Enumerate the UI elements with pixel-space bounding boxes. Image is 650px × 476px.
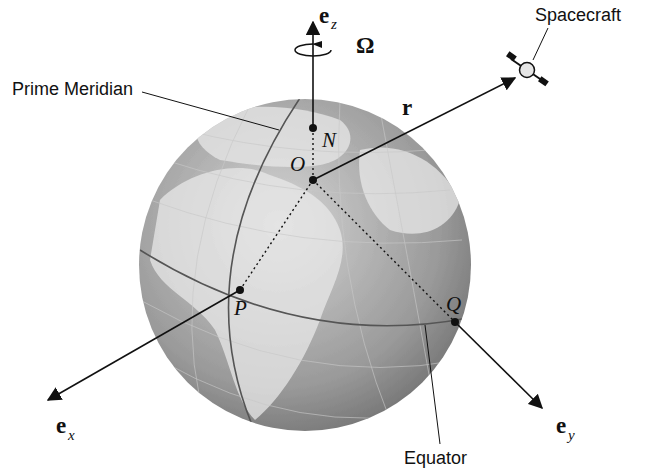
equator-leader [425,325,440,444]
point-p-dot [236,286,244,294]
point-label: O [290,154,305,175]
rotation-arc [295,44,331,56]
z-axis-inner [312,128,313,180]
spacecraft-label: Spacecraft [535,6,621,24]
equator-label: Equator [404,449,467,467]
north-pole-dot [309,124,317,132]
equator-line [140,250,468,326]
point-label: Q [446,294,461,315]
origin-dot [309,176,317,184]
meridian-leader [142,92,279,130]
meridian-label: Prime Meridian [12,80,133,98]
x-axis [48,290,240,400]
axis-label: e [319,4,329,27]
rotation-arrow [312,41,322,48]
position-vector [313,78,515,180]
point-label: P [234,298,247,319]
z-axis [312,22,314,128]
axis-subscript: y [568,428,575,443]
earth-globe [139,99,471,431]
axis-subscript: x [68,428,75,443]
prime-meridian-line [229,98,300,432]
axis-subscript: z [331,17,337,32]
vector-label: r [402,96,412,119]
point-q-dot [451,318,459,326]
spacecraft-icon [506,51,549,86]
x-axis-inner [240,180,313,290]
point-label: N [322,130,336,151]
spacecraft-leader [533,28,548,60]
grid-lines [140,100,462,420]
axis-label: e [556,414,566,437]
rotation-label: Ω [356,34,374,57]
axis-label: e [56,414,66,437]
y-axis [455,322,542,408]
y-axis-inner [313,180,455,322]
